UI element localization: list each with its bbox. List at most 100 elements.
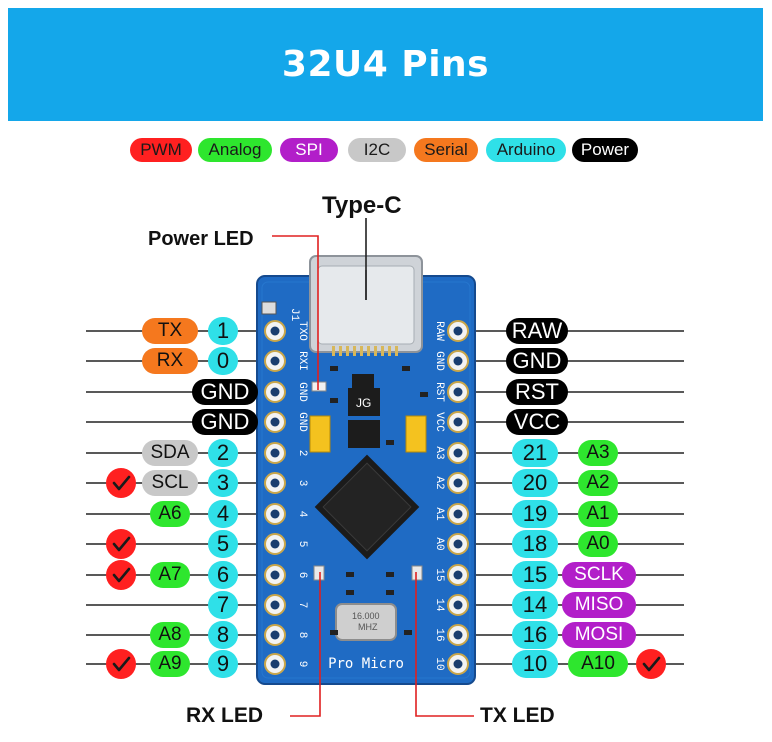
left-pin-tag-analog: A7 — [150, 562, 190, 588]
pin-hole-right-center — [453, 600, 463, 610]
left-pin-tag-analog: A6 — [150, 501, 190, 527]
mcu-chip-top — [322, 462, 412, 552]
silk-right-label: 15 — [433, 568, 445, 581]
left-pin-tag-serial: TX — [142, 318, 198, 344]
checkmark-icon — [112, 536, 131, 552]
crystal-oscillator — [335, 603, 397, 641]
jg-label: JG — [356, 396, 371, 410]
pin-hole-right-center — [453, 630, 463, 640]
pwm-check-icon — [106, 649, 136, 679]
checkmark-icon — [642, 656, 661, 672]
pin-hole-left-center — [270, 600, 280, 610]
pin-hole-right-center — [453, 539, 463, 549]
pin-hole-right-center — [453, 570, 463, 580]
page-title: 32U4 Pins — [281, 44, 490, 85]
silk-right-label: RST — [433, 382, 445, 402]
left-pin-number: 9 — [208, 650, 238, 678]
smd-component — [330, 366, 338, 371]
usb-c-contact — [367, 346, 370, 356]
pin-hole-right-center — [453, 356, 463, 366]
right-pin-tag-analog: A3 — [578, 440, 618, 466]
right-pin-number: 20 — [512, 469, 558, 497]
usb-c-contact — [388, 346, 391, 356]
left-pin-tag-power: GND — [192, 379, 258, 405]
pin-hole-left-center — [270, 356, 280, 366]
right-pin-number: 14 — [512, 591, 558, 619]
left-pin-number: 4 — [208, 500, 238, 528]
silk-left-label: 2 — [296, 450, 308, 457]
right-pin-tag-spi: SCLK — [562, 562, 636, 588]
tx-led-label: TX LED — [480, 704, 555, 727]
silk-left-label: 6 — [296, 572, 308, 579]
smd-component — [386, 572, 394, 577]
right-pin-tag-analog: A2 — [578, 470, 618, 496]
silk-right-label: GND — [433, 351, 445, 371]
power-led-callout — [272, 235, 319, 390]
right-pin-tag-analog: A1 — [578, 501, 618, 527]
silk-left-label: 8 — [296, 632, 308, 639]
left-pin-tag-analog: A9 — [150, 651, 190, 677]
pin-hole-left-center — [270, 326, 280, 336]
fet-chip — [348, 420, 380, 448]
left-pin-number: 7 — [208, 591, 238, 619]
pin-hole-right-center — [453, 387, 463, 397]
pin-hole-right-center — [453, 326, 463, 336]
silk-left-label: 7 — [296, 602, 308, 609]
right-pin-number: 19 — [512, 500, 558, 528]
usb-c-contact — [381, 346, 384, 356]
silk-right-label: RAW — [433, 321, 445, 341]
pin-hole-left-center — [270, 570, 280, 580]
right-pin-tag-power: RST — [506, 379, 568, 405]
usb-c-contact — [360, 346, 363, 356]
silk-j1: J1 — [288, 308, 300, 322]
silk-left-label: 9 — [296, 661, 308, 668]
rx-led-callout — [290, 572, 321, 717]
left-pin-number: 1 — [208, 317, 238, 345]
pin-hole-left-center — [270, 387, 280, 397]
jumper-pad — [261, 301, 277, 315]
crystal-freq-label: 16.000 — [352, 611, 380, 621]
pin-hole-left-center — [270, 630, 280, 640]
pin-hole-right-center — [453, 478, 463, 488]
right-pin-number: 18 — [512, 530, 558, 558]
legend-power: Power — [572, 138, 638, 162]
left-pin-number: 0 — [208, 347, 238, 375]
left-pin-number: 3 — [208, 469, 238, 497]
silk-left-label: GND — [296, 382, 308, 402]
left-pin-tag-i2c: SCL — [142, 470, 198, 496]
capacitor-right — [405, 415, 427, 453]
pin-hole-right-center — [453, 448, 463, 458]
legend-i2c: I2C — [348, 138, 406, 162]
pin-hole-right-center — [453, 659, 463, 669]
regulator-tab — [352, 374, 374, 388]
silk-right-label: 16 — [433, 628, 445, 641]
regulator-chip — [348, 388, 380, 416]
left-pin-number: 2 — [208, 439, 238, 467]
checkmark-icon — [112, 656, 131, 672]
usb-c-contact — [353, 346, 356, 356]
left-pin-tag-i2c: SDA — [142, 440, 198, 466]
smd-component — [330, 398, 338, 403]
pwm-check-icon — [106, 560, 136, 590]
left-pin-tag-serial: RX — [142, 348, 198, 374]
usb-c-contact — [332, 346, 335, 356]
silk-left-label: 4 — [296, 511, 308, 518]
legend-spi: SPI — [280, 138, 338, 162]
board-name: Pro Micro — [328, 656, 404, 672]
smd-component — [420, 392, 428, 397]
power-led — [311, 381, 327, 392]
usb-c-contact — [374, 346, 377, 356]
silk-right-label: 10 — [433, 657, 445, 670]
left-pin-number: 8 — [208, 621, 238, 649]
right-pin-tag-power: RAW — [506, 318, 568, 344]
legend-arduino: Arduino — [486, 138, 566, 162]
usb-c-contact — [346, 346, 349, 356]
type-c-label: Type-C — [322, 192, 402, 219]
right-pin-tag-analog: A0 — [578, 531, 618, 557]
smd-component — [346, 572, 354, 577]
right-pin-number: 15 — [512, 561, 558, 589]
pwm-check-icon — [636, 649, 666, 679]
pin-hole-right-center — [453, 509, 463, 519]
